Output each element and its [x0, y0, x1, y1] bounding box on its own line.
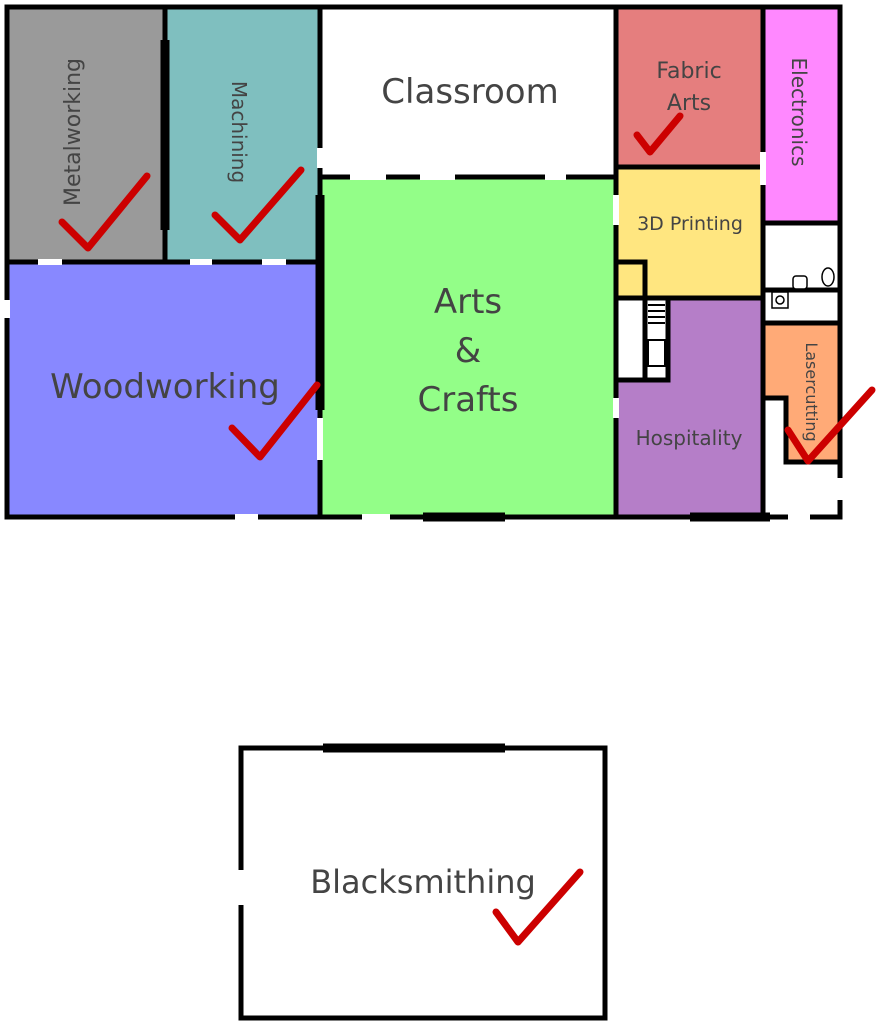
label-fabric-arts-line1: Fabric — [656, 59, 721, 84]
label-metalworking: Metalworking — [61, 58, 86, 206]
label-electronics: Electronics — [787, 57, 811, 166]
room-woodworking[interactable] — [7, 262, 320, 517]
check-marks — [58, 112, 876, 946]
room-3d-printing[interactable] — [616, 167, 763, 298]
label-arts-crafts-line1: Arts — [434, 282, 502, 322]
label-3d-printing: 3D Printing — [637, 213, 743, 235]
room-fills — [7, 7, 840, 517]
stairs-icon — [647, 304, 666, 367]
room-arts-crafts[interactable] — [320, 177, 616, 517]
room-lasercutting[interactable] — [765, 323, 840, 462]
label-classroom: Classroom — [381, 72, 558, 112]
room-blacksmithing[interactable] — [241, 748, 605, 1018]
wall-accents — [160, 40, 770, 522]
toilet-icon — [792, 267, 835, 290]
sink-icon — [771, 291, 789, 309]
room-machining[interactable] — [165, 7, 320, 262]
door-openings — [4, 148, 843, 520]
label-fabric-arts-line2: Arts — [667, 91, 711, 116]
check-mark-icon — [58, 172, 151, 252]
check-mark-icon — [211, 166, 305, 244]
label-blacksmithing: Blacksmithing — [310, 863, 536, 901]
room-labels: Metalworking Machining Classroom Fabric … — [50, 57, 821, 901]
label-lasercutting: Lasercutting — [802, 342, 821, 441]
room-electronics[interactable] — [763, 7, 839, 223]
room-classroom[interactable] — [320, 7, 616, 177]
label-machining: Machining — [227, 81, 251, 183]
label-woodworking: Woodworking — [50, 367, 280, 407]
label-hospitality: Hospitality — [636, 426, 743, 450]
room-hospitality[interactable] — [616, 298, 763, 517]
check-mark-icon — [492, 868, 584, 946]
room-metalworking[interactable] — [7, 7, 165, 262]
check-mark-icon — [228, 381, 321, 461]
check-mark-icon — [633, 112, 684, 156]
label-arts-crafts-line2: & — [455, 331, 482, 371]
label-arts-crafts-line3: Crafts — [418, 380, 519, 420]
room-fabric-arts[interactable] — [616, 7, 763, 167]
check-mark-icon — [784, 386, 876, 465]
blacksmithing-building — [238, 743, 608, 1021]
